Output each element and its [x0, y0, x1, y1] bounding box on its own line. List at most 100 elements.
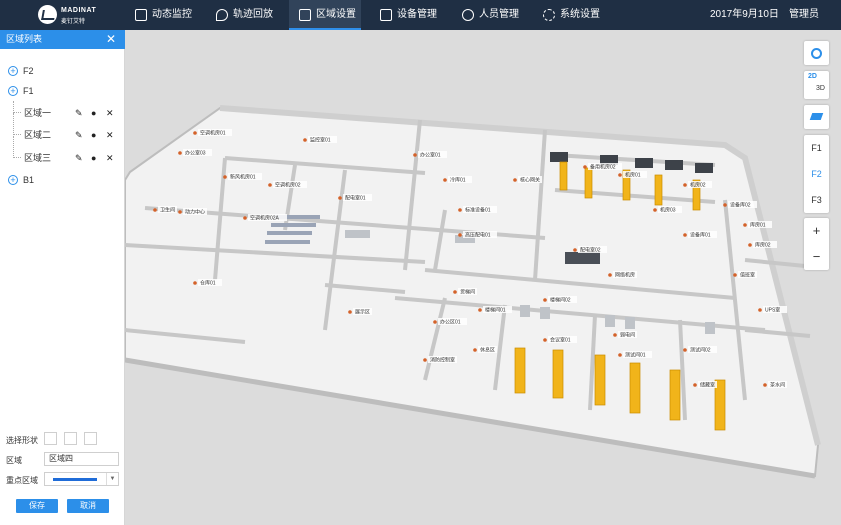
- room-label[interactable]: 消防控制室: [423, 356, 457, 364]
- room-label-bg: [548, 336, 577, 343]
- location-pin-icon[interactable]: ●: [91, 108, 97, 118]
- room-marker-icon: [758, 308, 762, 312]
- nav-area-settings[interactable]: 区域设置: [289, 0, 361, 30]
- room-marker-icon: [303, 138, 307, 142]
- gear-icon: [543, 9, 555, 21]
- room-label[interactable]: 新风机房01: [223, 173, 262, 181]
- room-label[interactable]: 楼梯间01: [478, 306, 512, 314]
- room-label[interactable]: 空调机房02A: [243, 214, 287, 222]
- room-label[interactable]: 办公室03: [178, 149, 212, 157]
- view-mode-toggle[interactable]: 2D 3D: [804, 71, 829, 99]
- shape-option-1[interactable]: [44, 432, 57, 445]
- room-label[interactable]: 弱电间: [613, 331, 637, 339]
- view-2d-label[interactable]: 2D: [808, 73, 817, 80]
- tree-zone-1[interactable]: 区域一 ✎ ● ✕: [0, 101, 125, 121]
- delete-icon[interactable]: ✕: [106, 108, 114, 118]
- room-label[interactable]: 设备库02: [723, 201, 757, 209]
- room-label[interactable]: 库房01: [743, 221, 772, 229]
- room-label[interactable]: 机房03: [653, 206, 682, 214]
- room-label[interactable]: 办公室01: [413, 151, 447, 159]
- tree-zone-2[interactable]: 区域二 ✎ ● ✕: [0, 113, 125, 143]
- floor-map-3d[interactable]: 空调机房01 办公室03 新风机房01 监控室01 办公室01 冷库01 配电室01 空调机房…: [125, 30, 841, 525]
- room-label[interactable]: 配电室02: [573, 246, 607, 254]
- chevron-down-icon[interactable]: ▼: [106, 473, 118, 485]
- map-eye-button[interactable]: [804, 41, 829, 65]
- expand-icon[interactable]: +: [8, 66, 18, 76]
- room-label[interactable]: 储藏室: [693, 381, 717, 389]
- room-label[interactable]: 展示区: [348, 308, 372, 316]
- nav-people-management[interactable]: 人员管理: [462, 0, 532, 30]
- room-label[interactable]: 楼梯间02: [543, 296, 577, 304]
- shape-option-3[interactable]: [84, 432, 97, 445]
- edit-icon[interactable]: ✎: [75, 130, 83, 140]
- floor-switcher: F1 F2 F3: [804, 135, 829, 213]
- room-labels-layer: 空调机房01 办公室03 新风机房01 监控室01 办公室01 冷库01 配电室01 空调机房…: [153, 129, 787, 389]
- save-button[interactable]: 保存: [16, 499, 58, 513]
- nav-track-playback[interactable]: 轨迹回放: [216, 0, 286, 30]
- room-label-text: 设备库02: [730, 202, 751, 209]
- tree-floor-b1[interactable]: + B1: [0, 172, 125, 188]
- room-label[interactable]: 备用机房02: [583, 163, 622, 171]
- user-menu[interactable]: 管理员: [789, 9, 819, 20]
- app-logo[interactable]: MADINAT 麦钉艾特: [38, 5, 108, 25]
- delete-icon[interactable]: ✕: [106, 130, 114, 140]
- room-label[interactable]: 会议室01: [543, 336, 577, 344]
- room-label[interactable]: 空调机房01: [193, 129, 232, 137]
- expand-icon[interactable]: +: [8, 86, 18, 96]
- tree-floor-f2[interactable]: + F2: [0, 63, 125, 79]
- room-label[interactable]: 标准设备01: [458, 206, 497, 214]
- room-label[interactable]: 动力中心: [178, 208, 207, 216]
- layers-button[interactable]: [804, 105, 829, 129]
- room-label[interactable]: 测试间02: [683, 346, 717, 354]
- room-label[interactable]: 仓库01: [193, 279, 222, 287]
- room-label[interactable]: 监控室01: [303, 136, 337, 144]
- room-label-text: 机房01: [625, 172, 641, 179]
- room-label[interactable]: 核心网关: [513, 176, 542, 184]
- floor-f2-button[interactable]: F2: [811, 169, 822, 179]
- room-label[interactable]: 空调机房02: [268, 181, 307, 189]
- room-label[interactable]: 值班室: [733, 271, 757, 279]
- room-label[interactable]: 办公区01: [433, 318, 467, 326]
- room-label[interactable]: 测试间01: [618, 351, 652, 359]
- room-label[interactable]: 货梯间: [453, 288, 477, 296]
- room-label-bg: [753, 241, 777, 248]
- room-label[interactable]: UPS室: [758, 306, 787, 314]
- shape-option-2[interactable]: [64, 432, 77, 445]
- room-label[interactable]: 休息区: [473, 346, 497, 354]
- edit-icon[interactable]: ✎: [75, 153, 83, 163]
- panel-title: 区域列表: [6, 34, 43, 44]
- room-label-text: 机房03: [660, 207, 676, 214]
- room-label[interactable]: 库房02: [748, 241, 777, 249]
- floor-f1-button[interactable]: F1: [811, 143, 822, 153]
- nav-device-management[interactable]: 设备管理: [380, 0, 450, 30]
- room-label[interactable]: 网络机房: [608, 271, 637, 279]
- zoom-out-button[interactable]: −: [812, 249, 821, 264]
- map-canvas[interactable]: 空调机房01 办公室03 新风机房01 监控室01 办公室01 冷库01 配电室01 空调机房…: [125, 30, 841, 525]
- area-name-input[interactable]: 区域四: [44, 452, 119, 466]
- room-label[interactable]: 茶水间: [763, 381, 787, 389]
- edit-icon[interactable]: ✎: [75, 108, 83, 118]
- floor-f3-button[interactable]: F3: [811, 195, 822, 205]
- panel-close-icon[interactable]: ✕: [105, 32, 116, 46]
- room-label-bg: [183, 149, 212, 156]
- key-area-color-select[interactable]: ▼: [44, 472, 119, 486]
- room-label[interactable]: 设备库01: [683, 231, 717, 239]
- room-label[interactable]: 冷库01: [443, 176, 472, 184]
- room-label[interactable]: 机房01: [618, 171, 647, 179]
- room-label-bg: [463, 231, 497, 238]
- location-pin-icon[interactable]: ●: [91, 130, 97, 140]
- zoom-in-button[interactable]: +: [812, 223, 821, 238]
- room-label[interactable]: 机房02: [683, 181, 712, 189]
- delete-icon[interactable]: ✕: [106, 153, 114, 163]
- nav-dynamic-monitoring[interactable]: 动态监控: [135, 0, 205, 30]
- expand-icon[interactable]: +: [8, 175, 18, 185]
- view-3d-label[interactable]: 3D: [816, 85, 825, 92]
- room-label[interactable]: 卫生间: [153, 206, 177, 214]
- room-label[interactable]: 配电室01: [338, 194, 372, 202]
- tree-zone-3[interactable]: 区域三 ✎ ● ✕: [0, 136, 125, 166]
- nav-system-settings[interactable]: 系统设置: [543, 0, 613, 30]
- room-label[interactable]: 高压配电01: [458, 231, 497, 239]
- tree-floor-f1[interactable]: + F1: [0, 83, 125, 99]
- location-pin-icon[interactable]: ●: [91, 153, 97, 163]
- cancel-button[interactable]: 取消: [67, 499, 109, 513]
